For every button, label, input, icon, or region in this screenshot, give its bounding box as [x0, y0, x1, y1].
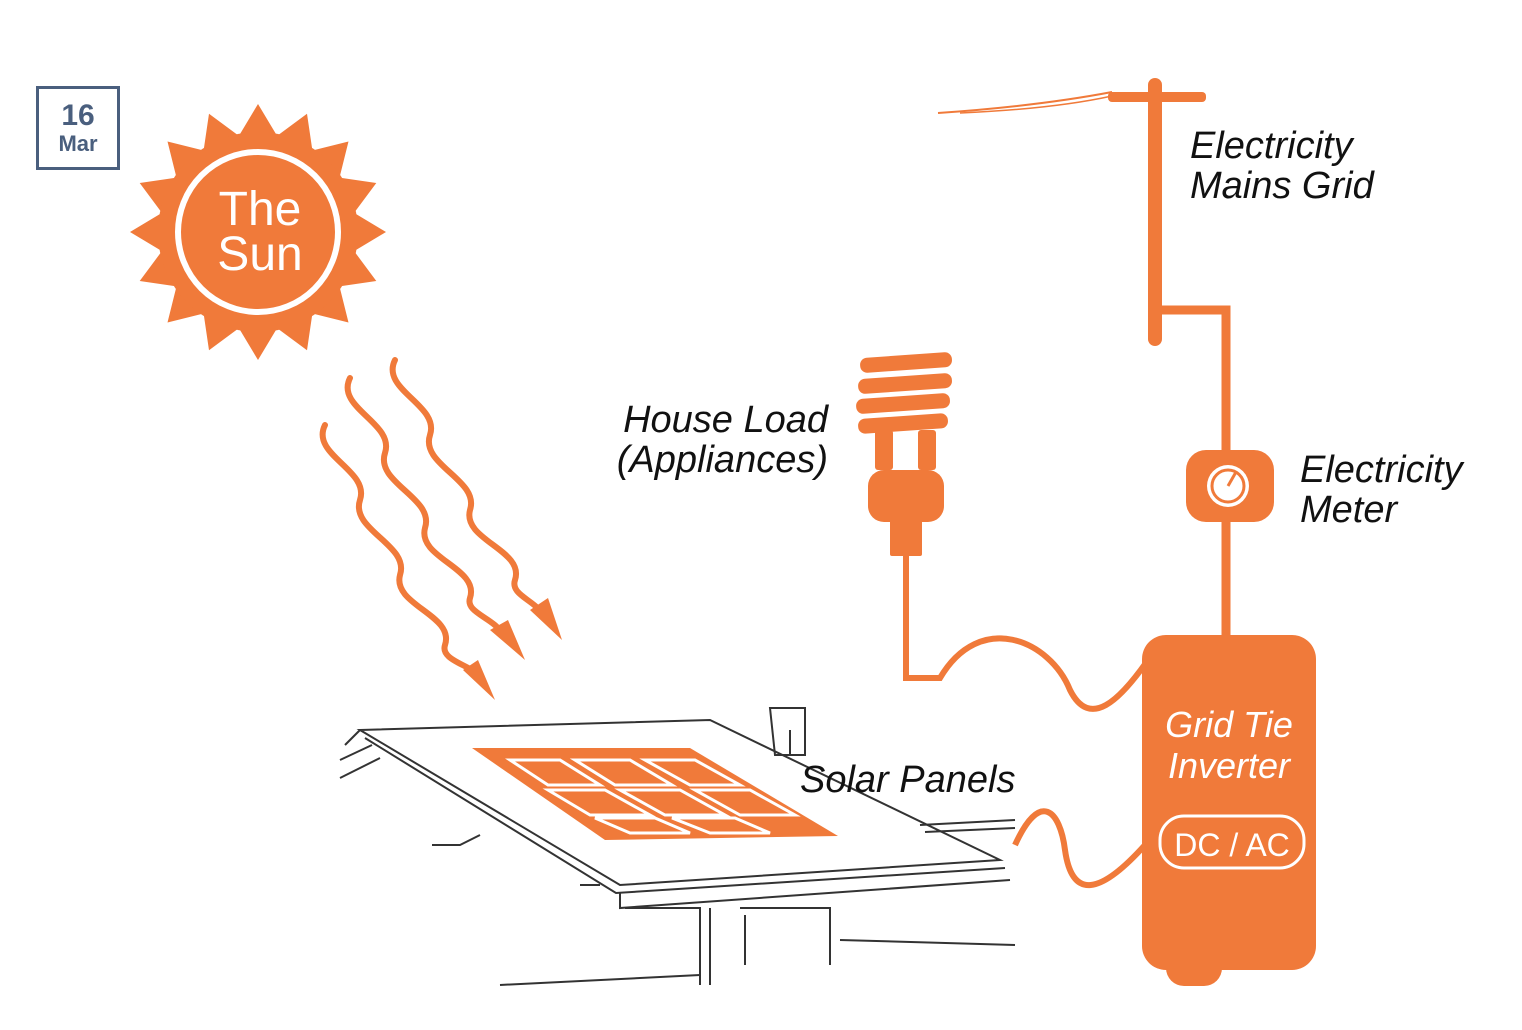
sun-label-line1: The: [219, 183, 302, 236]
house-outline: [339, 707, 1016, 986]
inverter-icon: Grid Tie Inverter DC / AC: [1142, 635, 1316, 986]
sun-label-line2: Sun: [217, 228, 302, 281]
sun-icon: The Sun: [130, 104, 386, 360]
solar-panel-icon: [472, 748, 838, 840]
house-wire: [903, 556, 1151, 712]
grid-label-line2: Mains Grid: [1190, 165, 1376, 207]
meter-label-line1: Electricity: [1300, 449, 1465, 491]
house-label-line1: House Load: [623, 399, 830, 441]
sunlight-ray: [344, 375, 506, 638]
grid-wire: [1160, 305, 1231, 640]
inverter-label-line2: Inverter: [1168, 745, 1292, 786]
sunlight-ray: [319, 422, 481, 678]
panel-wire: [1012, 808, 1148, 889]
sunlight-ray: [389, 357, 546, 618]
solar-label: Solar Panels: [800, 759, 1015, 801]
grid-label-line1: Electricity: [1190, 125, 1355, 167]
meter-icon: [1186, 450, 1274, 522]
meter-label-line2: Meter: [1300, 489, 1398, 531]
sunlight-rays: [319, 357, 546, 678]
light-bulb-icon: [856, 352, 952, 556]
arrowhead-icon: [490, 620, 525, 660]
arrowhead-icon: [530, 598, 562, 640]
date-badge: 16 Mar: [36, 86, 120, 170]
date-day: 16: [61, 99, 95, 132]
inverter-mode-label: DC / AC: [1174, 827, 1290, 863]
inverter-label-line1: Grid Tie: [1165, 704, 1293, 745]
sunlight-arrowheads: [463, 598, 562, 700]
utility-pole-icon: [937, 78, 1206, 346]
arrowhead-icon: [463, 660, 495, 700]
house-label-line2: (Appliances): [617, 439, 828, 481]
date-month: Mar: [58, 131, 98, 156]
